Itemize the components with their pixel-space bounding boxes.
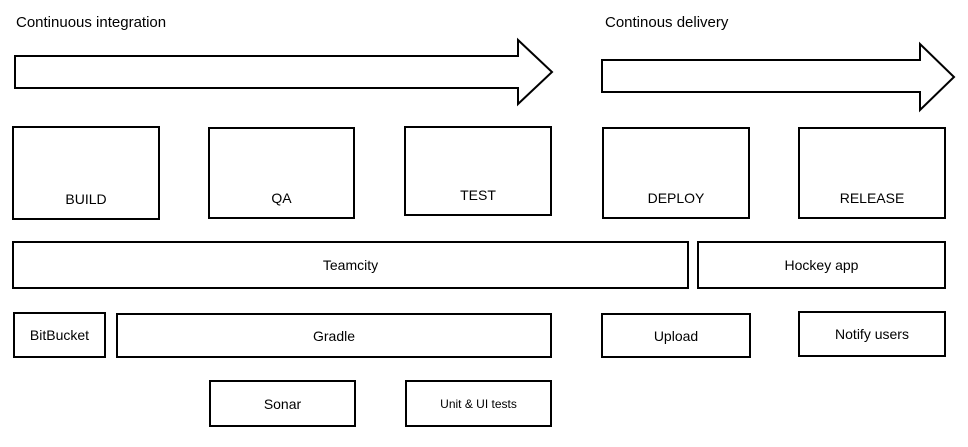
stage-deploy-box: DEPLOY xyxy=(602,127,750,219)
notify-users-box: Notify users xyxy=(798,311,946,357)
unit-ui-tests-box: Unit & UI tests xyxy=(405,380,552,427)
continuous-integration-arrow xyxy=(14,37,554,107)
stage-release-label: RELEASE xyxy=(839,190,905,206)
unit-ui-tests-label: Unit & UI tests xyxy=(440,396,517,411)
stage-qa-box: QA xyxy=(208,127,355,219)
teamcity-label: Teamcity xyxy=(322,257,379,273)
gradle-box: Gradle xyxy=(116,313,552,358)
hockey-app-label: Hockey app xyxy=(784,257,859,273)
notify-users-label: Notify users xyxy=(835,326,909,342)
stage-build-box: BUILD xyxy=(12,126,160,220)
bitbucket-label: BitBucket xyxy=(29,327,90,343)
stage-test-label: TEST xyxy=(460,187,496,203)
continuous-integration-heading: Continuous integration xyxy=(16,14,167,31)
continuous-delivery-arrow xyxy=(601,41,956,113)
stage-release-box: RELEASE xyxy=(798,127,946,219)
stage-qa-label: QA xyxy=(271,190,292,206)
gradle-label: Gradle xyxy=(312,327,356,344)
continuous-delivery-heading: Continous delivery xyxy=(605,14,729,31)
sonar-label: Sonar xyxy=(263,395,302,412)
hockey-app-box: Hockey app xyxy=(697,241,946,289)
stage-deploy-label: DEPLOY xyxy=(647,190,705,206)
stage-build-label: BUILD xyxy=(65,191,107,207)
sonar-box: Sonar xyxy=(209,380,356,427)
upload-label: Upload xyxy=(653,327,699,344)
teamcity-box: Teamcity xyxy=(12,241,689,289)
stage-test-box: TEST xyxy=(404,126,552,216)
bitbucket-box: BitBucket xyxy=(13,312,106,358)
upload-box: Upload xyxy=(601,313,751,358)
